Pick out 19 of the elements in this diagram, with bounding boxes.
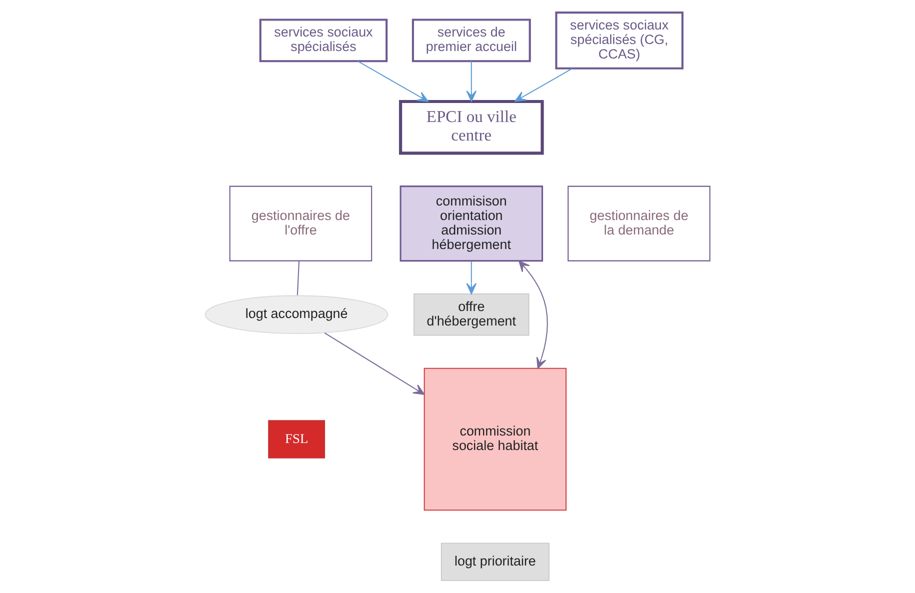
node-box: services sociaux spécialisés [259,18,388,62]
connector [296,261,300,296]
arrow [518,260,548,369]
node-ellipse: logt accompagné [204,295,388,334]
node-box: gestionnaires de la demande [568,186,710,262]
node-box: services de premier accueil [412,18,531,62]
arrow [514,68,572,102]
node-box: commission sociale habitat [424,368,567,511]
arrow [466,61,477,102]
node-box: offre d'hébergement [413,293,530,336]
arrow [324,332,425,395]
node-box: commisison orientation admission hébergement [400,186,544,262]
node-box: gestionnaires de l'offre [229,186,372,262]
node-box: services sociaux spécialisés (CG, CCAS) [555,12,684,70]
node-box: FSL [268,420,326,458]
node-box: logt prioritaire [440,542,550,581]
arrow [358,60,429,102]
arrow [466,261,477,294]
node-box: EPCI ou ville centre [399,100,544,155]
